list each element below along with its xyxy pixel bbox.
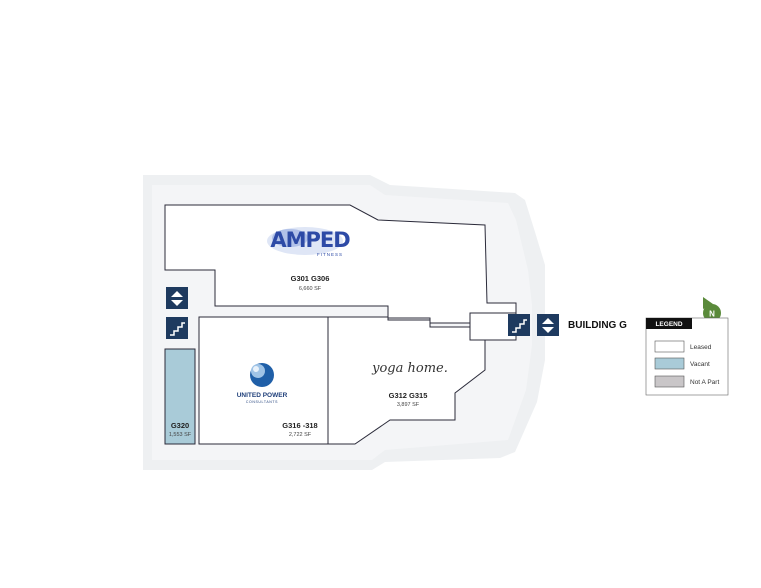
united-power-logo-sub: CONSULTANTS [246, 400, 278, 404]
unit-area-g316-318: 2,722 SF [289, 432, 312, 438]
elevator-icon[interactable] [166, 287, 188, 309]
unit-label-g301-g306: G301 G306 [291, 274, 330, 283]
legend-swatch-not-a-part [654, 375, 685, 388]
legend-title-bar [646, 318, 692, 329]
stairs-icon[interactable] [166, 317, 188, 339]
amped-fitness-logo: AMPED FITNESS [267, 227, 351, 257]
united-power-logo: UNITED POWER CONSULTANTS [237, 363, 288, 404]
legend-label-leased: Leased [690, 344, 712, 351]
north-compass-icon: N [703, 297, 721, 322]
unit-g312-g315[interactable] [327, 316, 486, 445]
stairs-icon[interactable] [508, 314, 530, 336]
legend-swatch-leased [654, 340, 685, 353]
legend-label-not-a-part: Not A Part [690, 379, 719, 386]
elevator-icon[interactable] [537, 314, 559, 336]
yoga-home-logo: yoga home. [371, 361, 448, 376]
amped-logo-text: AMPED [270, 228, 350, 252]
compass-label: N [709, 310, 715, 319]
unit-area-g320: 1,553 SF [169, 432, 192, 438]
unit-area-g312-g315: 3,897 SF [397, 402, 420, 408]
legend-title: LEGEND [655, 321, 682, 328]
unit-g320[interactable] [164, 348, 196, 445]
unit-label-g320: G320 [171, 421, 189, 430]
unit-label-g316-318: G316 -318 [282, 421, 317, 430]
united-power-logo-text: UNITED POWER [237, 392, 288, 399]
legend: LEGEND Leased Vacant Not A Part [645, 317, 729, 396]
unit-label-g312-g315: G312 G315 [389, 391, 428, 400]
legend-swatch-vacant [654, 357, 685, 370]
amped-logo-sub: FITNESS [317, 252, 343, 257]
building-label: BUILDING G [568, 320, 627, 331]
unit-area-g301-g306: 6,660 SF [299, 286, 322, 292]
legend-label-vacant: Vacant [690, 361, 710, 368]
